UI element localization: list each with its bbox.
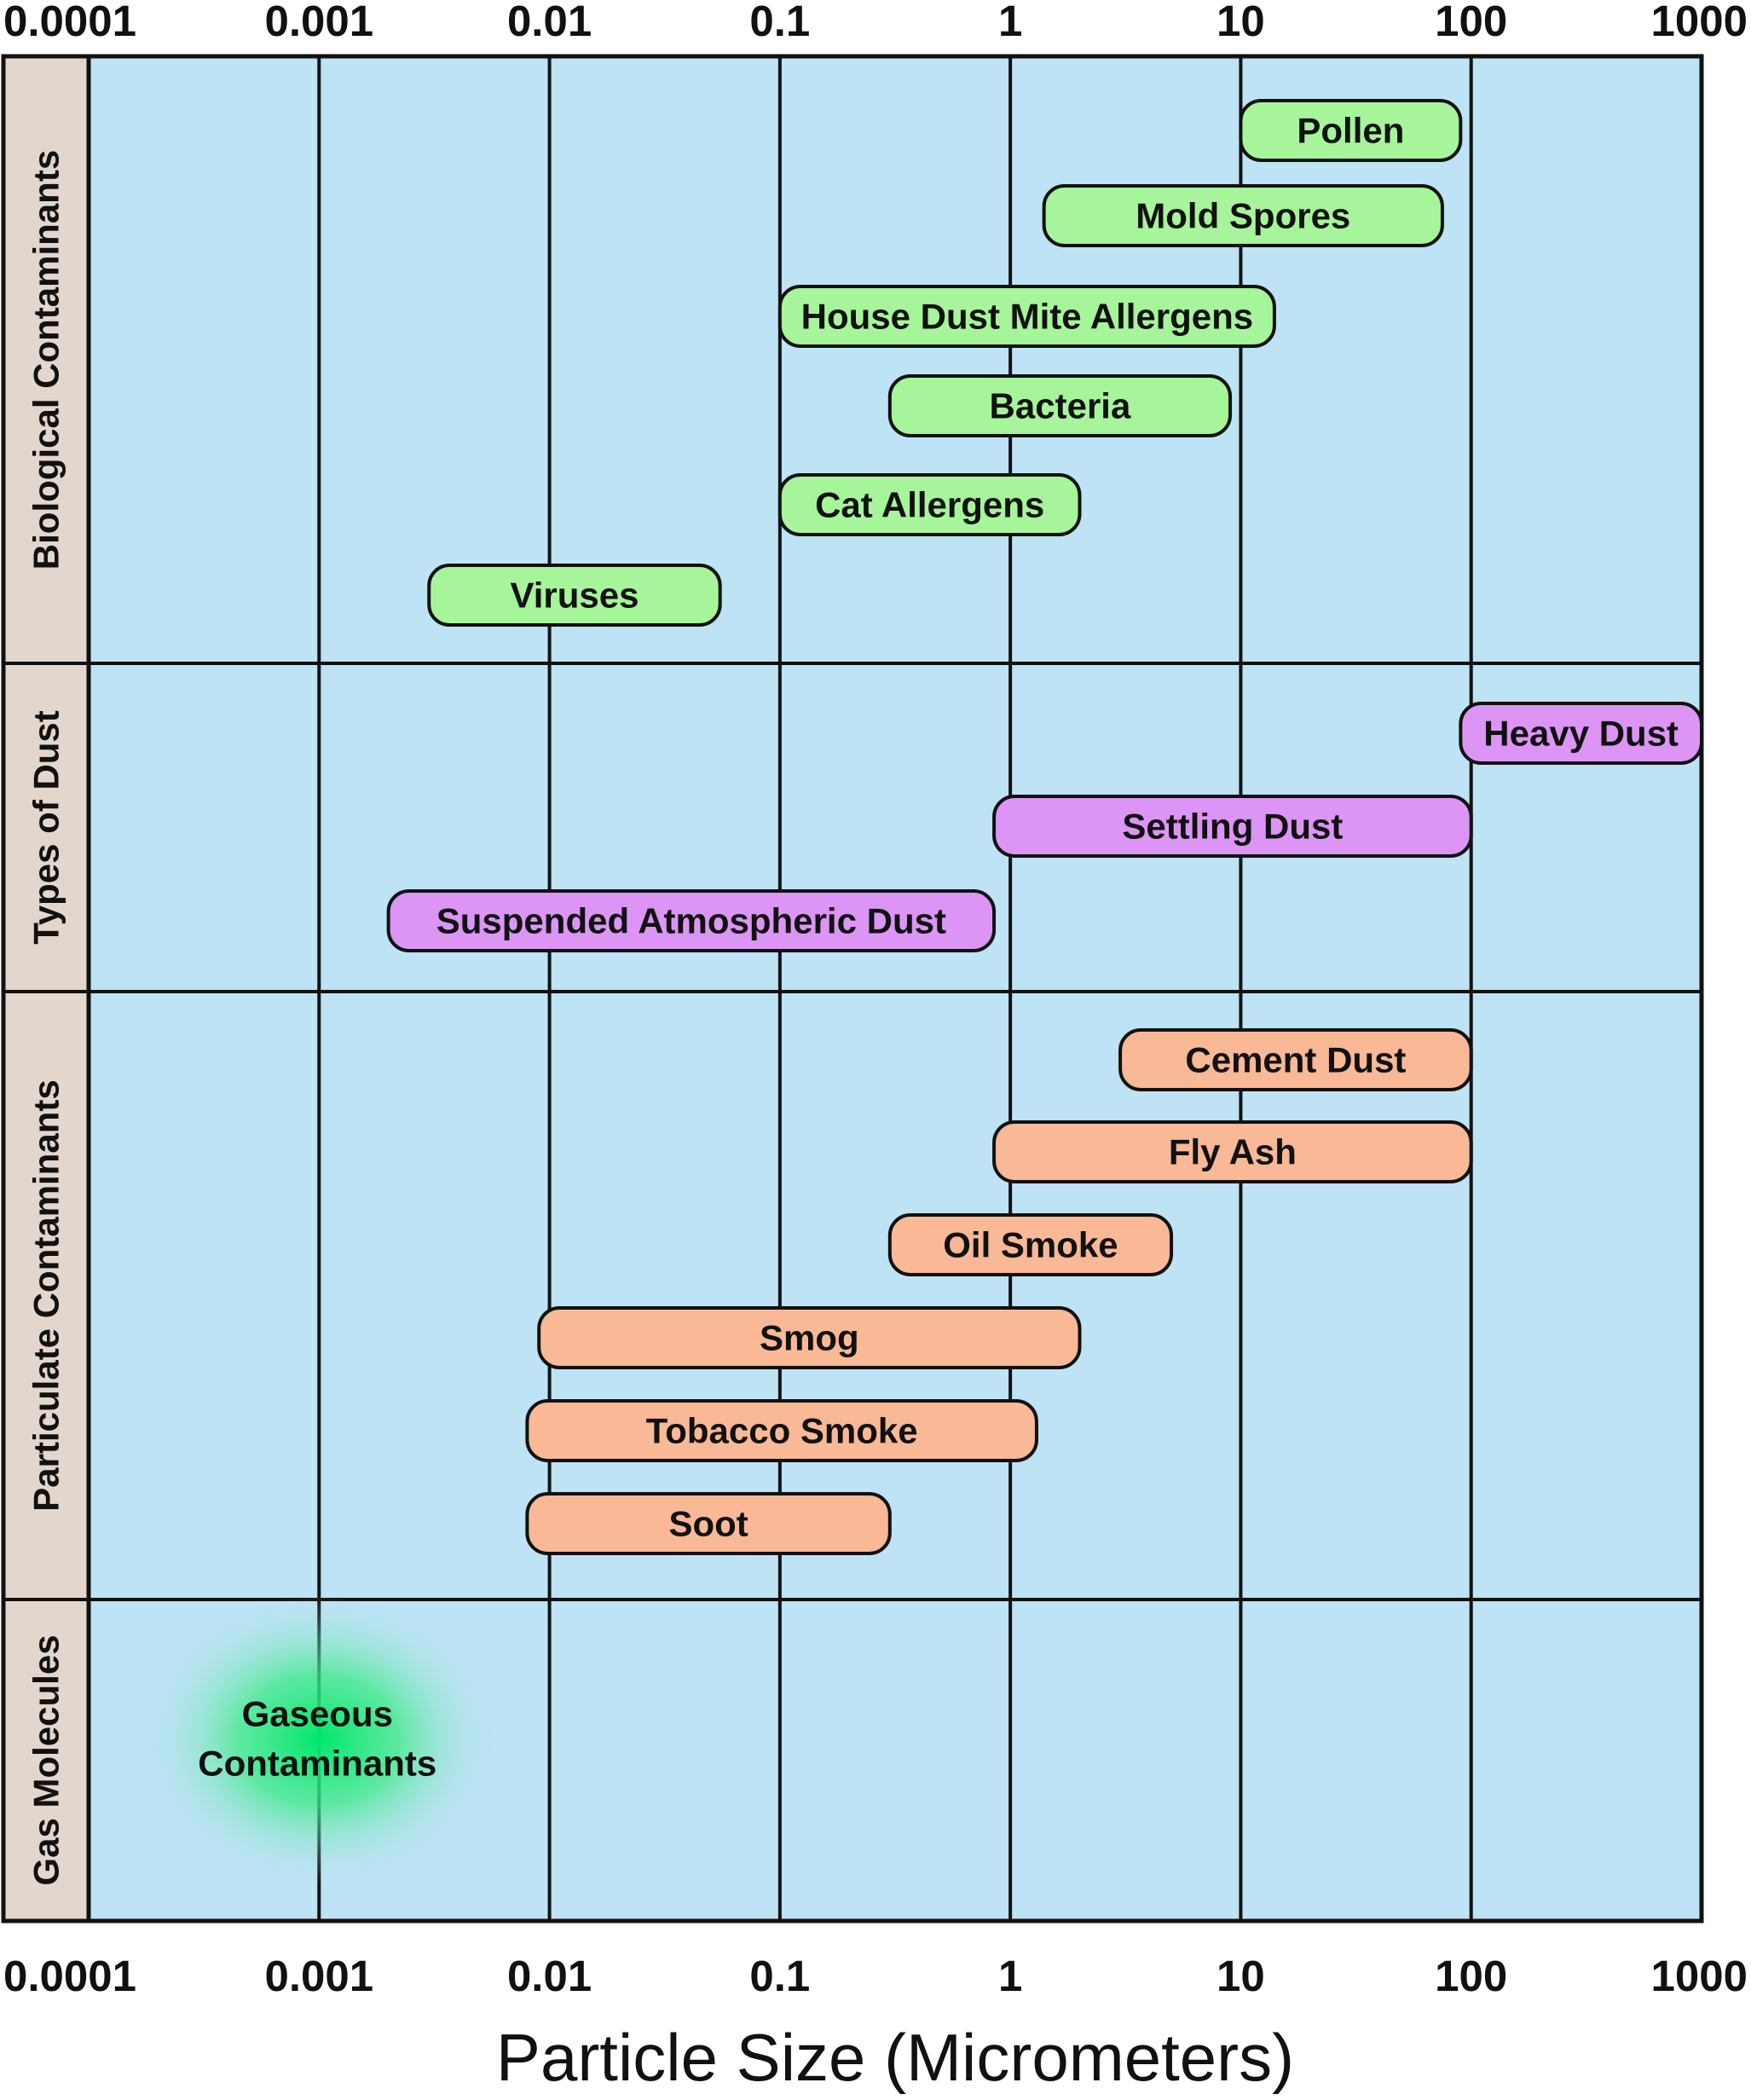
range-bar — [537, 1306, 1082, 1369]
range-bar — [1118, 1028, 1473, 1091]
gas-label-line: Gaseous — [242, 1694, 393, 1734]
gas-glow — [141, 1594, 497, 1884]
gas-label-line: Contaminants — [198, 1744, 436, 1784]
range-bar-label: Suspended Atmospheric Dust — [436, 901, 946, 941]
x-axis-title: Particle Size (Micrometers) — [496, 2020, 1294, 2095]
range-bar-label: Bacteria — [990, 386, 1131, 426]
range-bar-label: Pollen — [1297, 111, 1404, 151]
range-bar — [777, 285, 1276, 348]
category-label: Gas Molecules — [26, 1634, 66, 1885]
range-bar-label: Mold Spores — [1136, 196, 1350, 236]
grid-lines — [1, 54, 1704, 1924]
range-bar — [525, 1492, 892, 1555]
range-bar — [992, 1120, 1473, 1183]
top-tick-label: 0.001 — [264, 0, 373, 45]
category-label: Types of Dust — [26, 710, 66, 945]
range-bar — [887, 374, 1233, 437]
range-bar — [777, 473, 1082, 536]
top-tick-label: 10 — [1216, 0, 1265, 45]
chart-text: 0.0001 0.0001 0.001 0.001 0.01 0.01 0.1 0.1 1 1 10… — [3, 0, 1748, 2095]
top-tick-label: 1 — [998, 0, 1022, 45]
bottom-tick-label: 0.1 — [749, 1952, 810, 2000]
range-bar-label: Heavy Dust — [1483, 714, 1679, 754]
bottom-tick-label: 0.01 — [507, 1952, 592, 2000]
range-bar — [1239, 99, 1463, 162]
category-label: Particulate Contaminants — [26, 1079, 66, 1511]
top-tick-label: 1000 — [1651, 0, 1748, 45]
range-bar — [386, 889, 997, 952]
range-bar — [1042, 184, 1444, 247]
bottom-tick-label: 0.0001 — [3, 1952, 136, 2000]
bottom-tick-label: 1 — [998, 1952, 1022, 2000]
range-bar-label: Settling Dust — [1122, 807, 1343, 847]
chart-marks — [141, 99, 1703, 1884]
top-tick-label: 0.01 — [507, 0, 592, 45]
range-bar-label: Oil Smoke — [943, 1225, 1118, 1265]
range-bar — [427, 564, 722, 627]
bottom-tick-label: 0.001 — [264, 1952, 373, 2000]
range-bar-label: Cement Dust — [1185, 1040, 1406, 1080]
range-bar — [1459, 702, 1703, 765]
category-label: Biological Contaminants — [26, 150, 66, 570]
bottom-tick-label: 100 — [1435, 1952, 1507, 2000]
range-bar-label: House Dust Mite Allergens — [801, 297, 1254, 337]
range-bar-label: Smog — [760, 1318, 859, 1358]
chart-frame — [1, 54, 1704, 1924]
range-bar — [525, 1399, 1038, 1462]
range-bar-label: Soot — [668, 1504, 748, 1544]
top-tick-label: 0.0001 — [3, 0, 136, 45]
range-bar-label: Viruses — [510, 576, 639, 616]
range-bar-label: Cat Allergens — [815, 485, 1044, 525]
top-tick-label: 100 — [1435, 0, 1507, 45]
range-bar — [887, 1213, 1174, 1276]
range-bar-label: Tobacco Smoke — [646, 1411, 918, 1451]
bottom-tick-label: 10 — [1216, 1952, 1265, 2000]
bottom-tick-label: 1000 — [1651, 1952, 1748, 2000]
range-bar — [992, 795, 1473, 858]
category-column-background — [3, 56, 89, 1921]
top-tick-label: 0.1 — [749, 0, 810, 45]
range-bar-label: Fly Ash — [1169, 1132, 1297, 1172]
